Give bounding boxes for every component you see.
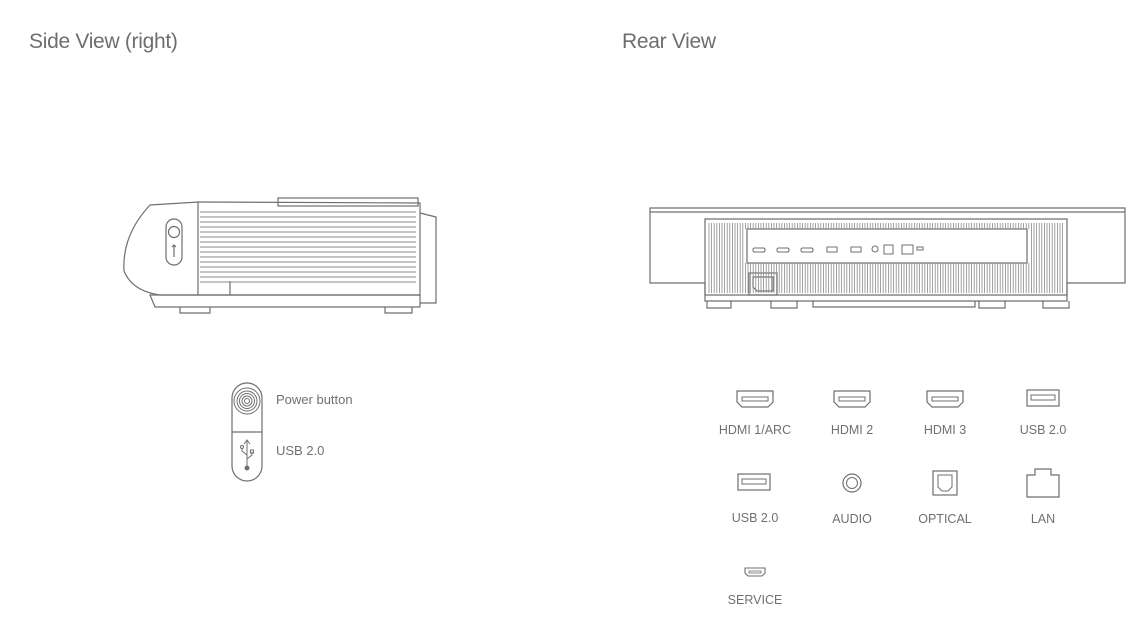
- port-label-hdmi2: HDMI 2: [830, 423, 874, 437]
- usb-side-label: USB 2.0: [276, 443, 325, 458]
- power-button-icon: [233, 387, 261, 415]
- port-label-optical: OPTICAL: [918, 512, 972, 526]
- projector-side-view-illustration: [123, 197, 437, 314]
- port-label-audio: AUDIO: [832, 512, 872, 526]
- port-label-hdmi3: HDMI 3: [923, 423, 967, 437]
- port-label-usb-1: USB 2.0: [1019, 423, 1067, 437]
- port-label-service: SERVICE: [727, 593, 783, 607]
- optical-port-icon: [932, 470, 958, 496]
- projector-rear-view-illustration: [649, 207, 1126, 309]
- side-view-title: Side View (right): [29, 30, 178, 53]
- usb-port-icon: [737, 473, 771, 491]
- hdmi-port-icon: [736, 390, 774, 408]
- power-button-label: Power button: [276, 392, 353, 407]
- port-label-lan: LAN: [1030, 512, 1056, 526]
- micro-usb-port-icon: [744, 567, 766, 577]
- audio-jack-icon: [842, 473, 862, 493]
- rear-view-title: Rear View: [622, 30, 716, 53]
- port-label-usb-2: USB 2.0: [731, 511, 779, 525]
- port-label-hdmi1: HDMI 1/ARC: [718, 423, 792, 437]
- hdmi-port-icon: [926, 390, 964, 408]
- usb-port-icon: [1026, 389, 1060, 407]
- usb-symbol-icon: [240, 439, 254, 471]
- lan-port-icon: [1026, 468, 1060, 498]
- hdmi-port-icon: [833, 390, 871, 408]
- side-panel-detail: [231, 382, 263, 482]
